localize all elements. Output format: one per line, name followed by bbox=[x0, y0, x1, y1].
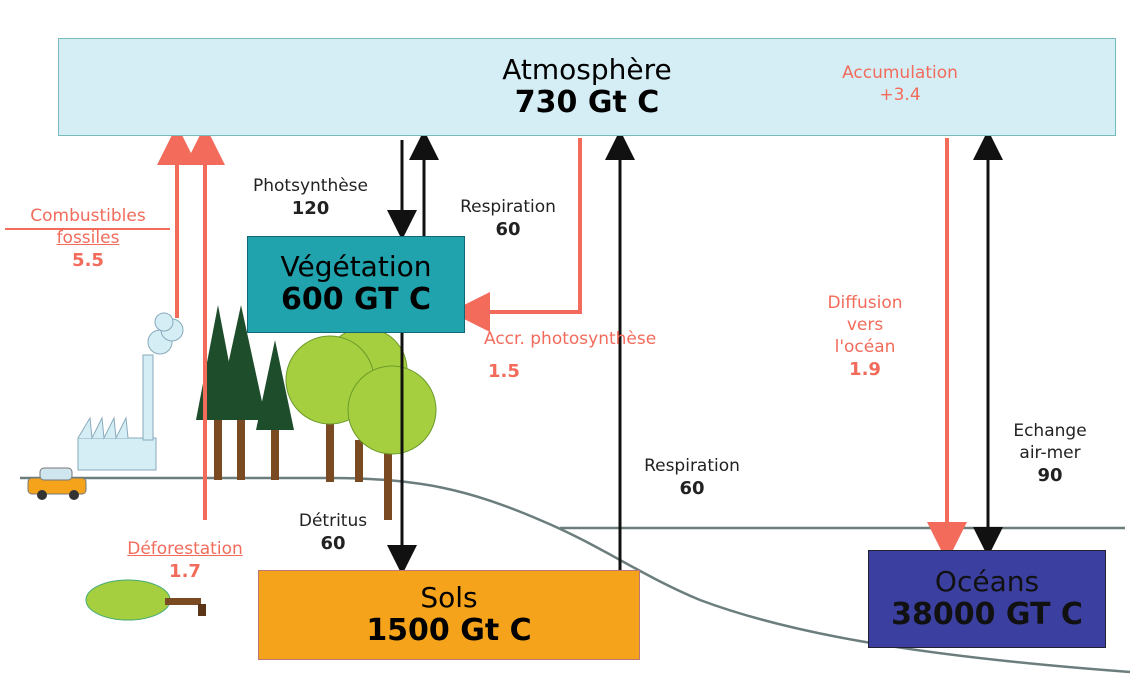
sols-box: Sols 1500 Gt C bbox=[258, 570, 640, 660]
diffusion-text-1: Diffusion bbox=[827, 293, 903, 313]
vegetation-name: Végétation bbox=[280, 250, 432, 284]
deciduous-trees bbox=[285, 327, 437, 520]
atmosphere-value: 730 Gt C bbox=[514, 84, 660, 120]
accumulation-value: +3.4 bbox=[879, 85, 921, 106]
detritus-value: 60 bbox=[320, 533, 346, 555]
photosynthese-value: 120 bbox=[291, 198, 330, 220]
photosynthese-text: Photsynthèse bbox=[253, 176, 368, 196]
oceans-name: Océans bbox=[934, 564, 1040, 598]
vegetation-box: Végétation 600 GT C bbox=[247, 236, 465, 333]
respiration-sols-label: Respiration 60 bbox=[622, 455, 762, 500]
atmosphere-box: Atmosphère 730 Gt C bbox=[58, 38, 1116, 136]
combustibles-value: 5.5 bbox=[72, 250, 104, 272]
echange-text-2: air-mer bbox=[1019, 443, 1081, 464]
respiration-sols-text: Respiration bbox=[644, 456, 740, 476]
echange-text-1: Echange bbox=[1013, 421, 1087, 441]
combustibles-text-2: fossiles bbox=[56, 228, 120, 249]
diffusion-text-3: l'océan bbox=[834, 337, 896, 358]
sols-value: 1500 Gt C bbox=[366, 612, 532, 648]
echange-value: 90 bbox=[1037, 465, 1063, 487]
respiration-veg-text: Respiration bbox=[460, 197, 556, 217]
vegetation-value: 600 GT C bbox=[280, 282, 432, 318]
detritus-label: Détritus 60 bbox=[278, 510, 388, 555]
atmosphere-name: Atmosphère bbox=[502, 52, 672, 86]
detritus-text: Détritus bbox=[298, 511, 368, 531]
diffusion-label: Diffusion vers l'océan 1.9 bbox=[800, 292, 930, 382]
respiration-sols-value: 60 bbox=[679, 478, 705, 500]
car-icon bbox=[27, 467, 87, 500]
sols-name: Sols bbox=[420, 580, 478, 614]
oceans-value: 38000 GT C bbox=[891, 596, 1083, 632]
echange-label: Echange air-mer 90 bbox=[995, 420, 1105, 488]
felled-tree-icon bbox=[85, 579, 206, 621]
diffusion-value: 1.9 bbox=[849, 359, 881, 381]
respiration-veg-value: 60 bbox=[495, 219, 521, 241]
combustibles-text-1: Combustibles bbox=[30, 206, 146, 226]
deforestation-label: Déforestation 1.7 bbox=[100, 538, 270, 583]
accr-photo-label: Accr. photosynthèse 1.5 bbox=[470, 328, 740, 383]
arrow-accr-photosynthese bbox=[450, 138, 582, 332]
respiration-veg-label: Respiration 60 bbox=[438, 196, 578, 241]
oceans-box: Océans 38000 GT C bbox=[868, 550, 1106, 648]
combustibles-label: Combustibles fossiles 5.5 bbox=[8, 205, 168, 273]
deforestation-text: Déforestation bbox=[127, 539, 243, 559]
diffusion-text-2: vers bbox=[846, 315, 884, 336]
accumulation-label: Accumulation +3.4 bbox=[800, 62, 1000, 106]
accr-photo-text: Accr. photosynthèse bbox=[484, 329, 657, 349]
factory-icon bbox=[77, 312, 184, 471]
photosynthese-label: Photsynthèse 120 bbox=[228, 175, 393, 220]
accr-photo-value: 1.5 bbox=[488, 361, 520, 383]
accumulation-text: Accumulation bbox=[842, 63, 958, 83]
deforestation-value: 1.7 bbox=[169, 561, 201, 583]
